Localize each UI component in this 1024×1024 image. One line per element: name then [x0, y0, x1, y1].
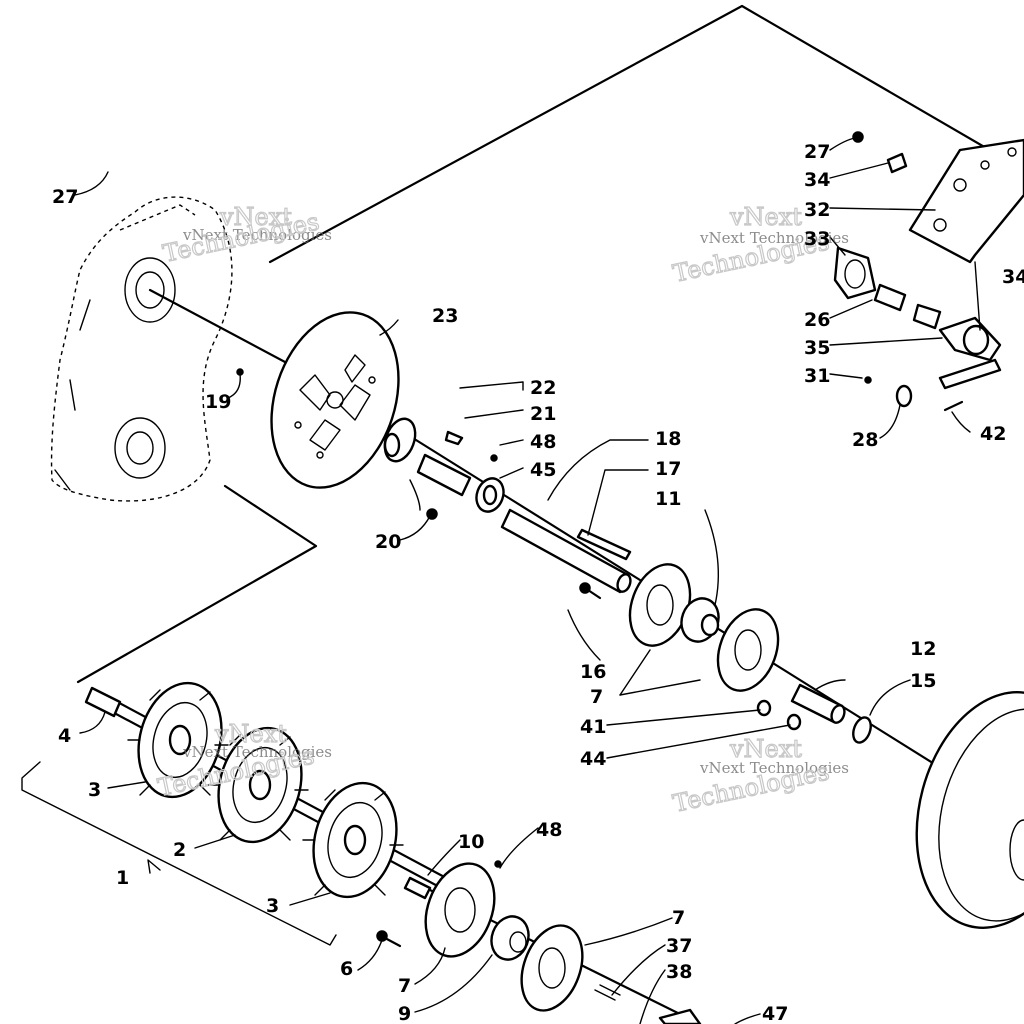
callout-label: 23	[432, 305, 458, 327]
callout-label: 22	[530, 377, 556, 399]
callout-label: 31	[804, 365, 830, 387]
leader-lines	[74, 137, 971, 1024]
callout-label: 45	[530, 459, 556, 481]
callout-label: 3	[266, 895, 279, 917]
watermark-small: vNext Technologies	[182, 226, 332, 244]
callout-label: 32	[804, 199, 830, 221]
region-outline	[21, 4, 1024, 946]
jackshaft-parts	[500, 508, 632, 594]
sprocket-middle	[207, 726, 309, 844]
bearing-flange-lower	[376, 860, 702, 1024]
callout-label: 7	[672, 907, 685, 929]
callout-label: 27	[804, 141, 830, 163]
callout-label: 42	[980, 423, 1006, 445]
callout-label: 34	[804, 169, 830, 191]
watermarks: vNext Technologies vNext Technologies vN…	[155, 202, 849, 818]
callout-label: 10	[458, 831, 484, 853]
callout-label: 41	[580, 716, 606, 738]
callout-label: 37	[666, 935, 692, 957]
spacer-and-washers	[756, 683, 872, 744]
callout-label: 26	[804, 309, 830, 331]
drive-axle-assembly	[84, 681, 452, 900]
watermark-big: vNext	[219, 203, 292, 231]
callout-label: 44	[580, 748, 606, 770]
callout-label: 38	[666, 961, 692, 983]
callout-label: 11	[655, 488, 681, 510]
callout-label: 15	[910, 670, 936, 692]
callout-label: 2	[173, 839, 186, 861]
callout-label: 18	[655, 428, 681, 450]
sprocket-right	[302, 781, 404, 899]
callout-label: 6	[340, 958, 353, 980]
watermark-big: vNext	[729, 203, 802, 231]
hub-and-keys	[236, 368, 505, 520]
callout-labels: 27 19 23 22 21 48 45 20 18 17 11 16 7 41…	[52, 141, 1024, 1024]
callout-label: 16	[580, 661, 606, 683]
callout-label: 21	[530, 403, 556, 425]
callout-label: 17	[655, 458, 681, 480]
watermark-big: vNext	[214, 720, 287, 748]
watermark-small: vNext Technologies	[182, 743, 332, 761]
watermark-small: vNext Technologies	[699, 229, 849, 247]
brake-disc	[270, 311, 400, 489]
callout-label: 28	[852, 429, 878, 451]
callout-label: 35	[804, 337, 830, 359]
callout-label: 48	[530, 431, 556, 453]
callout-label: 19	[205, 391, 231, 413]
callout-label: 12	[910, 638, 936, 660]
callout-label: 1	[116, 867, 129, 889]
driven-pulley	[915, 691, 1024, 929]
callout-label: 9	[398, 1003, 411, 1024]
gear-case-housing	[50, 196, 233, 502]
callout-label: 4	[58, 725, 71, 747]
callout-label: 20	[375, 531, 401, 553]
callout-label: 27	[52, 186, 78, 208]
callout-label: 34	[1002, 266, 1024, 288]
watermark-small: vNext Technologies	[699, 759, 849, 777]
bearing-flange-upper	[579, 563, 780, 692]
watermark-big: vNext	[729, 735, 802, 763]
callout-label: 33	[804, 228, 830, 250]
bracket-assembly	[833, 131, 1024, 412]
callout-label: 7	[398, 975, 411, 997]
callout-label: 47	[762, 1003, 788, 1024]
callout-label: 3	[88, 779, 101, 801]
callout-label: 48	[536, 819, 562, 841]
callout-label: 7	[590, 686, 603, 708]
sprocket-left	[127, 681, 229, 799]
